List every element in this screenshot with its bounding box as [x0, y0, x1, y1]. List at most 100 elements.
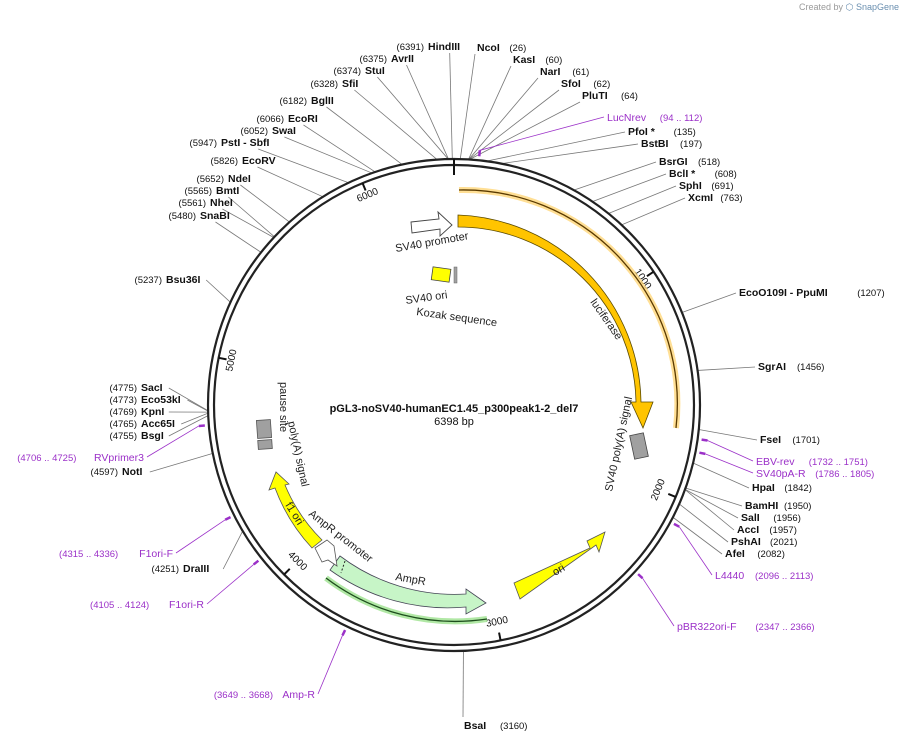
enzyme-name: SnaBI [200, 210, 230, 222]
enzyme-site-avrii[interactable]: AvrII(6375) [360, 53, 415, 65]
enzyme-position: (6182) [280, 96, 307, 107]
primer-pbr322ori-f[interactable]: pBR322ori-F(2347 .. 2366) [677, 621, 815, 633]
primer-site-mark [478, 150, 482, 157]
enzyme-position: (608) [715, 169, 737, 180]
sv40-promoter-arrow[interactable] [410, 210, 453, 238]
enzyme-position: (2021) [770, 537, 797, 548]
enzyme-site-ndei[interactable]: NdeI(5652) [197, 173, 251, 185]
enzyme-position: (4755) [110, 431, 137, 442]
enzyme-position: (4769) [110, 407, 137, 418]
enzyme-site-eco53ki[interactable]: Eco53kI(4773) [110, 394, 181, 406]
leader-line [258, 148, 349, 184]
enzyme-site-draiii[interactable]: DraIII(4251) [152, 563, 210, 575]
pause-site-label: pause site [277, 382, 289, 432]
ampr-arrow[interactable] [329, 555, 487, 615]
primer-amp-r[interactable]: Amp-R(3649 .. 3668) [214, 689, 316, 701]
leader-line [205, 279, 231, 303]
enzyme-site-ncoi[interactable]: NcoI(26) [477, 42, 526, 54]
sv40-polya-box[interactable] [629, 432, 649, 460]
enzyme-site-pfoi[interactable]: PfoI *(135) [628, 126, 696, 138]
primer-lucnrev[interactable]: LucNrev(94 .. 112) [607, 112, 702, 124]
ori-arrow[interactable] [513, 531, 606, 600]
enzyme-site-sgrai[interactable]: SgrAI(1456) [758, 361, 824, 373]
sv40-ori-box[interactable] [430, 266, 452, 283]
leader-line [181, 412, 209, 425]
enzyme-site-bmti[interactable]: BmtI(5565) [185, 185, 240, 197]
enzyme-name: BsgI [141, 430, 164, 442]
enzyme-site-stui[interactable]: StuI(6374) [334, 65, 385, 77]
enzyme-site-sfoi[interactable]: SfoI(62) [561, 78, 610, 90]
enzyme-site-bsgi[interactable]: BsgI (4755) [110, 430, 164, 442]
primer-leader-line [705, 453, 754, 474]
enzyme-site-kasi[interactable]: KasI(60) [513, 54, 562, 66]
enzyme-site-bamhi[interactable]: BamHI(1950) [745, 500, 811, 512]
leader-line [459, 53, 476, 160]
enzyme-site-kpni[interactable]: KpnI(4769) [110, 406, 165, 418]
enzyme-site-bcli[interactable]: BclI *(608) [669, 168, 737, 180]
pause-site-box[interactable] [257, 439, 273, 450]
enzyme-site-hpai[interactable]: HpaI(1842) [752, 482, 812, 494]
enzyme-name: SgrAI [758, 361, 786, 373]
enzyme-position: (1701) [792, 435, 819, 446]
primer-name: Amp-R [282, 689, 315, 701]
enzyme-site-acci[interactable]: AccI(1957) [737, 524, 797, 536]
leader-line [284, 136, 373, 174]
leader-line [573, 161, 657, 191]
enzyme-position: (26) [509, 43, 526, 54]
enzyme-site-bstbi[interactable]: BstBI(197) [641, 138, 702, 150]
enzyme-site-snabi[interactable]: SnaBI(5480) [169, 210, 230, 222]
primer-f1ori-f[interactable]: F1ori-F(4315 .. 4336) [59, 548, 173, 560]
site-labels: HindIII(6391)AvrII(6375)StuI(6374)SfiI(6… [17, 41, 884, 732]
enzyme-site-swai[interactable]: SwaI(6052) [241, 125, 296, 137]
enzyme-site-ecoo109i-ppumi[interactable]: EcoO109I - PpuMI(1207) [739, 287, 885, 299]
ampr-promoter-arrow[interactable] [314, 539, 338, 567]
enzyme-site-acc65i[interactable]: Acc65I(4765) [110, 418, 175, 430]
kozak-box[interactable] [453, 266, 458, 284]
enzyme-site-fsei[interactable]: FseI (1701) [760, 434, 820, 446]
enzyme-position: (6391) [397, 42, 424, 53]
leader-line [501, 143, 639, 164]
enzyme-site-ecorv[interactable]: EcoRV(5826) [211, 155, 276, 167]
enzyme-site-sfii[interactable]: SfiI(6328) [311, 78, 359, 90]
enzyme-site-nari[interactable]: NarI(61) [540, 66, 589, 78]
enzyme-site-bsu36i[interactable]: Bsu36I(5237) [135, 274, 201, 286]
primer-leader-line [642, 577, 675, 627]
ampr-strand-line [325, 577, 488, 622]
enzyme-position: (2082) [757, 549, 784, 560]
primer-site-mark [252, 559, 260, 566]
enzyme-name: FseI [760, 434, 781, 446]
enzyme-site-psti-sbfi[interactable]: PstI - SbfI(5947) [190, 137, 270, 149]
enzyme-name: BamHI [745, 500, 778, 512]
enzyme-site-hindiii[interactable]: HindIII(6391) [397, 41, 461, 53]
enzyme-name: SfoI [561, 78, 581, 90]
primer-range: (1732 .. 1751) [809, 457, 868, 468]
leader-line [468, 65, 512, 160]
enzyme-site-bsai[interactable]: BsaI(3160) [464, 720, 527, 732]
enzyme-site-afei[interactable]: AfeI (2082) [725, 548, 785, 560]
enzyme-site-pshai[interactable]: PshAI(2021) [731, 536, 797, 548]
enzyme-site-pluti[interactable]: PluTI(64) [582, 90, 638, 102]
enzyme-site-ecori[interactable]: EcoRI(6066) [257, 113, 318, 125]
f1-ori-arrow[interactable] [268, 471, 323, 549]
polya-signal-box[interactable] [255, 419, 273, 439]
primer-l4440[interactable]: L4440(2096 .. 2113) [715, 570, 813, 582]
enzyme-site-bglii[interactable]: BglII(6182) [280, 95, 334, 107]
enzyme-site-noti[interactable]: NotI(4597) [91, 466, 143, 478]
primer-f1ori-r[interactable]: F1ori-R(4105 .. 4124) [90, 599, 204, 611]
primer-name: F1ori-F [139, 548, 173, 560]
enzyme-site-sphi[interactable]: SphI(691) [679, 180, 734, 192]
enzyme-name: AfeI [725, 548, 745, 560]
leader-line [168, 387, 209, 412]
primer-range: (2096 .. 2113) [755, 571, 813, 582]
primer-sv40pa-r[interactable]: SV40pA-R(1786 .. 1805) [756, 468, 874, 480]
primer-ebv-rev[interactable]: EBV-rev(1732 .. 1751) [756, 456, 868, 468]
enzyme-site-xcmi[interactable]: XcmI(763) [688, 192, 743, 204]
enzyme-site-bsrgi[interactable]: BsrGI(518) [659, 156, 720, 168]
enzyme-site-saci[interactable]: SacI(4775) [110, 382, 163, 394]
enzyme-position: (5652) [197, 174, 224, 185]
enzyme-site-nhei[interactable]: NheI(5561) [179, 197, 233, 209]
kozak-label: Kozak sequence [416, 306, 498, 329]
luciferase-arrow[interactable] [457, 214, 654, 430]
primer-rvprimer3[interactable]: RVprimer3(4706 .. 4725) [17, 452, 144, 464]
enzyme-site-sali[interactable]: SalI(1956) [741, 512, 801, 524]
